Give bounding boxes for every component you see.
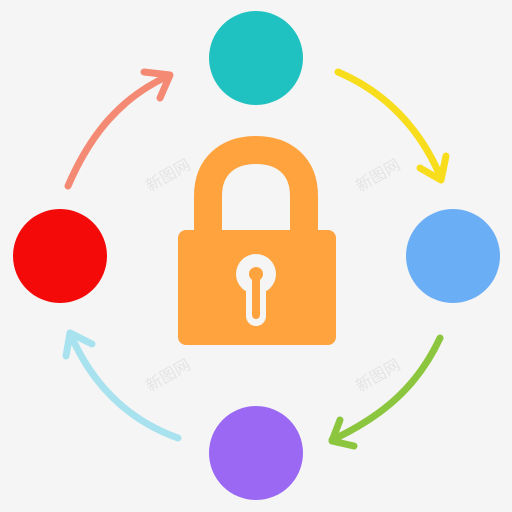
watermark-text-4: 新图网 [353, 355, 404, 395]
keyhole-icon [236, 254, 276, 326]
arrow-bottom-right [328, 334, 444, 450]
node-top [209, 11, 303, 105]
node-right [406, 209, 500, 303]
watermark-text-2: 新图网 [353, 155, 404, 195]
node-left [13, 209, 107, 303]
watermark-text-3: 新图网 [143, 355, 194, 395]
padlock-shackle [194, 135, 318, 232]
arrow-top-right [334, 68, 450, 184]
watermark-text-1: 新图网 [143, 155, 194, 195]
arrow-bottom-left [62, 329, 182, 442]
node-bottom [209, 406, 303, 500]
padlock-icon [178, 135, 336, 345]
arrow-top-left [64, 68, 174, 190]
